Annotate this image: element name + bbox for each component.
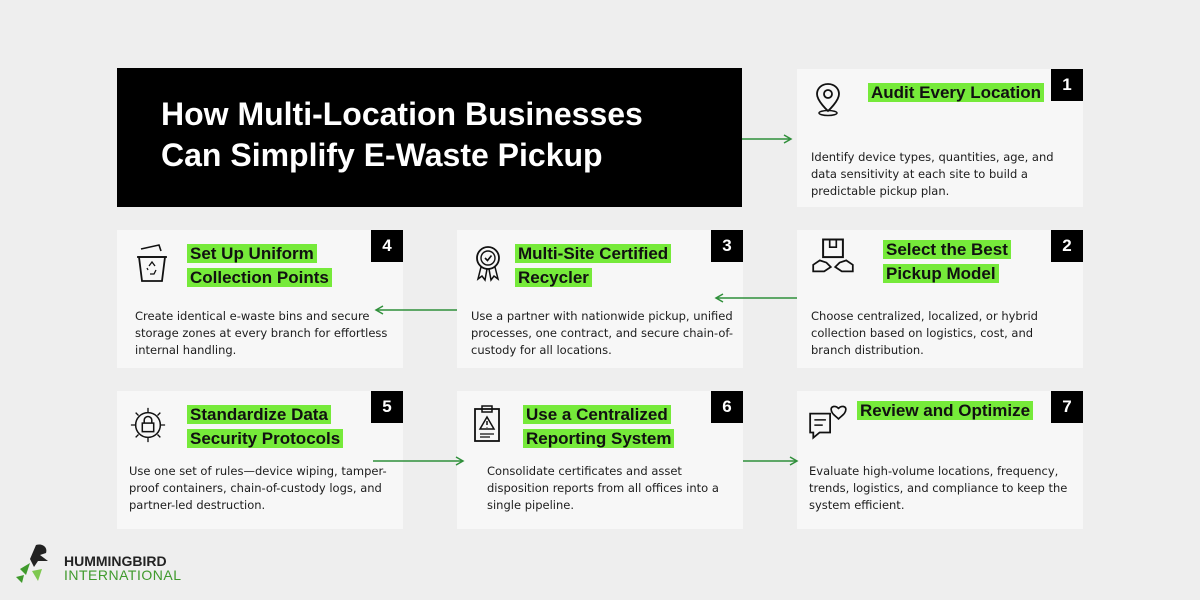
step-description: Consolidate certificates and asset dispo… xyxy=(487,464,719,512)
step-description: Identify device types, quantities, age, … xyxy=(811,150,1054,198)
step-description: Use a partner with nationwide pickup, un… xyxy=(471,309,733,357)
hummingbird-logo-icon xyxy=(16,544,48,583)
box-handoff-icon xyxy=(812,238,854,273)
certified-badge-icon xyxy=(476,246,500,282)
step-number: 1 xyxy=(1051,69,1083,101)
step-heading: Multi-Site Certified Recycler xyxy=(515,242,695,290)
page-title: How Multi-Location Businesses Can Simpli… xyxy=(117,68,742,207)
step-description: Choose centralized, localized, or hybrid… xyxy=(811,309,1038,357)
location-pin-icon xyxy=(816,83,840,117)
step-card-7: 7 Review and Optimize Evaluate high-volu… xyxy=(797,391,1083,529)
company-logo: HUMMINGBIRD INTERNATIONAL xyxy=(12,541,182,585)
step-heading: Audit Every Location xyxy=(868,81,1048,105)
chat-heart-icon xyxy=(809,405,847,440)
step-number: 6 xyxy=(711,391,743,423)
step-heading: Use a Centralized Reporting System xyxy=(523,403,703,451)
step-card-6: 6 Use a Centralized Reporting System Con… xyxy=(457,391,743,529)
step-card-3: 3 Multi-Site Certified Recycler Use a pa… xyxy=(457,230,743,368)
step-description: Use one set of rules—device wiping, tamp… xyxy=(129,464,387,512)
recycle-bin-icon xyxy=(137,244,167,282)
step-heading: Review and Optimize xyxy=(857,399,1037,423)
step-description: Create identical e-waste bins and secure… xyxy=(135,309,388,357)
clipboard-warning-icon xyxy=(474,405,500,442)
step-card-2: 2 Select the Best Pickup Model Choose ce… xyxy=(797,230,1083,368)
step-heading: Set Up Uniform Collection Points xyxy=(187,242,367,290)
step-number: 2 xyxy=(1051,230,1083,262)
step-number: 5 xyxy=(371,391,403,423)
title-line-1: How Multi-Location Businesses xyxy=(161,96,643,132)
step-card-4: 4 Set Up Uniform Collection Points Creat… xyxy=(117,230,403,368)
logo-line-1: HUMMINGBIRD xyxy=(64,553,167,569)
step-number: 4 xyxy=(371,230,403,262)
step-number: 7 xyxy=(1051,391,1083,423)
step-heading: Standardize Data Security Protocols xyxy=(187,403,367,451)
title-line-2: Can Simplify E-Waste Pickup xyxy=(161,137,603,173)
step-card-5: 5 Standardize Data Security Protocols Us… xyxy=(117,391,403,529)
step-number: 3 xyxy=(711,230,743,262)
step-card-1: 1 Audit Every Location Identify device t… xyxy=(797,69,1083,207)
step-heading: Select the Best Pickup Model xyxy=(883,238,1063,286)
security-lock-icon xyxy=(130,407,166,443)
logo-line-2: INTERNATIONAL xyxy=(64,567,182,583)
step-description: Evaluate high-volume locations, frequenc… xyxy=(809,464,1068,512)
